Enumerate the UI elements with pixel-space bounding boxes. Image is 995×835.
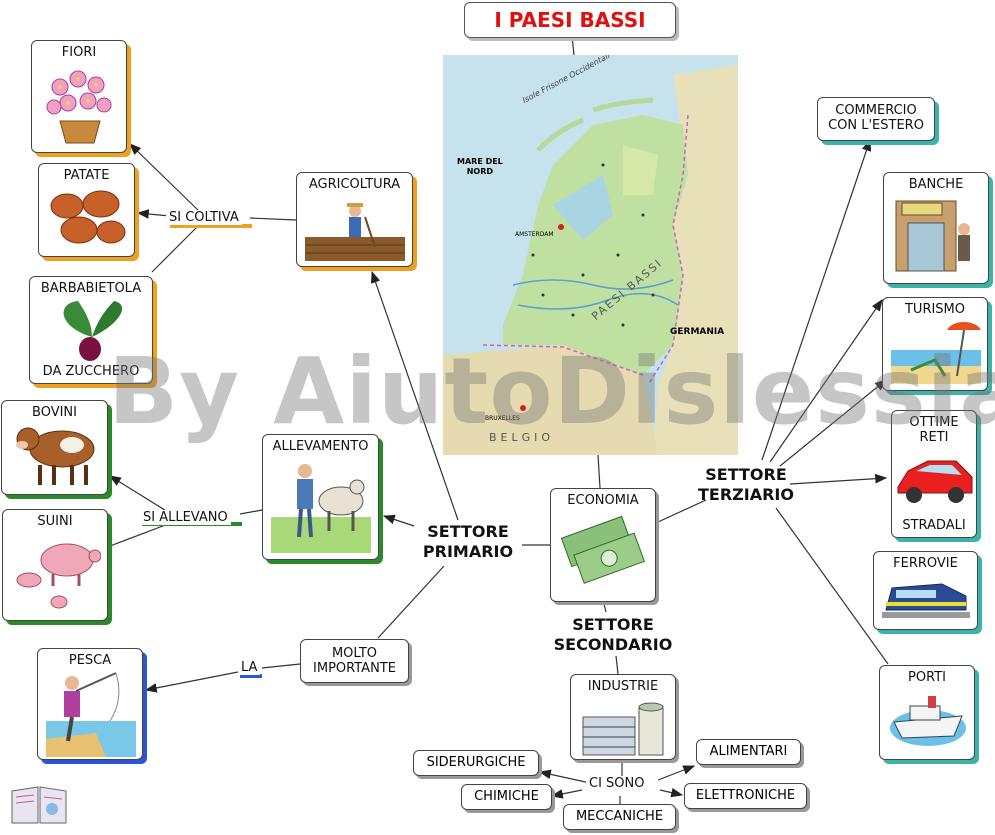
sector-terziario: SETTORE TERZIARIO — [698, 465, 794, 504]
barbabietola-node[interactable]: BARBABIETOLA DA ZUCCHERO — [29, 276, 153, 384]
farmer-cow-icon — [271, 464, 371, 553]
factory-icon — [582, 702, 664, 756]
turismo-label: TURISMO — [904, 302, 966, 317]
map-illustration — [443, 55, 738, 455]
bovini-node[interactable]: BOVINI — [1, 400, 108, 495]
banche-label: BANCHE — [908, 177, 964, 192]
patate-node[interactable]: PATATE — [38, 163, 135, 257]
allevamento-node[interactable]: ALLEVAMENTO — [262, 434, 379, 560]
map-label-bruxelles: BRUXELLES — [485, 415, 520, 422]
fisherman-icon — [46, 672, 136, 757]
pesca-label: PESCA — [68, 653, 112, 668]
elettroniche-node[interactable]: ELETTRONICHE — [684, 783, 807, 809]
si-coltiva-connector: SI COLTIVA — [166, 210, 242, 225]
suini-node[interactable]: SUINI — [2, 509, 108, 621]
chimiche-node[interactable]: CHIMICHE — [461, 784, 552, 810]
la-connector: LA — [238, 660, 261, 675]
sector-secondario: SETTORE SECONDARIO — [553, 615, 673, 654]
industrie-label: INDUSTRIE — [587, 679, 659, 694]
fiori-node[interactable]: FIORI — [31, 40, 127, 153]
potatoes-icon — [50, 190, 126, 244]
book-icon — [11, 786, 67, 824]
train-icon — [882, 583, 970, 618]
pesca-node[interactable]: PESCA — [37, 648, 143, 760]
meccaniche-node[interactable]: MECCANICHE — [563, 804, 676, 830]
beet-icon — [63, 301, 123, 361]
ottime-reti-label-bottom: STRADALI — [902, 518, 966, 533]
ferrovie-node[interactable]: FERROVIE — [873, 551, 978, 630]
cow-icon — [16, 427, 95, 485]
molto-importante-label: MOLTO IMPORTANTE — [313, 646, 396, 676]
ci-sono-connector: CI SONO — [586, 776, 648, 791]
ottime-reti-label-top: OTTIME RETI — [909, 415, 959, 445]
sector-primario: SETTORE PRIMARIO — [422, 522, 514, 561]
farmer-icon — [305, 203, 405, 261]
bovini-label: BOVINI — [32, 405, 77, 420]
porti-label: PORTI — [908, 670, 946, 685]
commercio-node[interactable]: COMMERCIO CON L'ESTERO — [817, 97, 935, 141]
commercio-label: COMMERCIO CON L'ESTERO — [828, 103, 924, 133]
ferrovie-label: FERROVIE — [893, 556, 958, 571]
map-label-germany: GERMANIA — [670, 327, 725, 337]
car-icon — [897, 460, 973, 503]
bank-icon — [895, 200, 970, 272]
allevamento-label: ALLEVAMENTO — [272, 439, 369, 454]
flowers-icon — [46, 70, 112, 144]
economia-node[interactable]: ECONOMIA — [550, 488, 656, 602]
agricoltura-label: AGRICOLTURA — [308, 177, 401, 192]
si-allevano-connector: SI ALLEVANO — [140, 510, 231, 525]
barbabietola-label-bottom: DA ZUCCHERO — [42, 364, 140, 379]
molto-importante-node[interactable]: MOLTO IMPORTANTE — [300, 639, 409, 683]
alimentari-node[interactable]: ALIMENTARI — [696, 739, 801, 765]
siderurgiche-node[interactable]: SIDERURGICHE — [413, 750, 539, 776]
map-label-belgium: BELGIO — [489, 431, 555, 444]
agricoltura-node[interactable]: AGRICOLTURA — [296, 172, 413, 267]
fiori-label: FIORI — [61, 45, 97, 60]
map-label-amsterdam: AMSTERDAM — [515, 231, 554, 238]
beach-icon — [891, 321, 981, 384]
money-icon — [560, 515, 645, 584]
ottime-reti-node[interactable]: OTTIME RETI STRADALI — [891, 410, 977, 538]
turismo-node[interactable]: TURISMO — [882, 297, 988, 391]
page-title: I PAESI BASSI — [464, 2, 676, 38]
industrie-node[interactable]: INDUSTRIE — [570, 674, 676, 760]
netherlands-map: MARE DEL NORD Isole Frisone Occidentali … — [443, 55, 738, 455]
patate-label: PATATE — [63, 168, 110, 183]
economia-label: ECONOMIA — [567, 493, 639, 508]
porti-node[interactable]: PORTI — [879, 665, 975, 760]
suini-label: SUINI — [37, 514, 73, 529]
pigs-icon — [16, 543, 101, 609]
map-label-sea: MARE DEL NORD — [457, 157, 503, 176]
barbabietola-label-top: BARBABIETOLA — [40, 281, 142, 296]
banche-node[interactable]: BANCHE — [883, 172, 989, 284]
ship-icon — [890, 696, 966, 746]
